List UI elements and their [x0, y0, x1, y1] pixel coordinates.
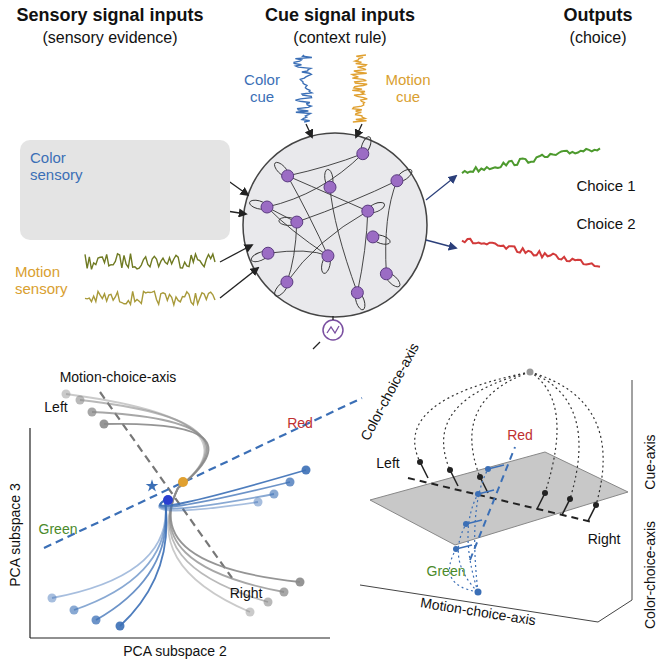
panel-heading: Outputs [564, 6, 633, 26]
signal-trace [462, 239, 600, 267]
panel-heading: Cue signal inputs [265, 6, 415, 26]
signal-label: Choice 2 [576, 216, 635, 233]
panel-heading: Sensory signal inputs [16, 6, 203, 26]
axis-label: Right [588, 532, 621, 547]
panel-heading: (context rule) [293, 29, 386, 47]
network-circle [243, 133, 427, 317]
signal-label: Motion cue [380, 72, 436, 105]
axis-label: PCA subspace 2 [123, 644, 227, 659]
pca-plot [30, 390, 362, 639]
sensory-group-box: Color sensory [20, 140, 230, 240]
axis-label: Green [39, 522, 78, 537]
probe-icon [313, 316, 343, 349]
axis-label: Right [230, 586, 263, 601]
signal-trace [85, 254, 215, 270]
axis-label: Cue-axis [643, 434, 658, 489]
axis-label: Red [507, 428, 533, 443]
signal-label: Color cue [236, 72, 288, 105]
axis-label: PCA subspace 3 [8, 483, 23, 587]
input-arrows [220, 124, 362, 298]
axis-label: Color-choice-axis [358, 341, 422, 444]
signal-trace [462, 148, 600, 173]
signal-label: Motion sensory [15, 264, 81, 297]
panel-heading: (sensory evidence) [42, 29, 177, 47]
recurrent-network [249, 135, 414, 311]
axis-label: Left [44, 400, 67, 415]
output-arrows [426, 176, 456, 248]
signal-label: Choice 1 [576, 178, 635, 195]
group-label: Color sensory [30, 150, 90, 183]
panel-heading: (choice) [570, 29, 627, 47]
cue-trace [352, 55, 367, 122]
axis-label: Green [427, 564, 466, 579]
axis-label: Motion-choice-axis [60, 370, 177, 385]
signal-trace [85, 291, 215, 305]
state-space-3d [360, 369, 632, 623]
cue-trace [294, 55, 312, 122]
axis-label: Motion-choice-axis [419, 595, 537, 628]
axis-label: Left [376, 456, 399, 471]
axis-label: Color-choice-axis [643, 521, 658, 629]
axis-label: Red [287, 416, 313, 431]
